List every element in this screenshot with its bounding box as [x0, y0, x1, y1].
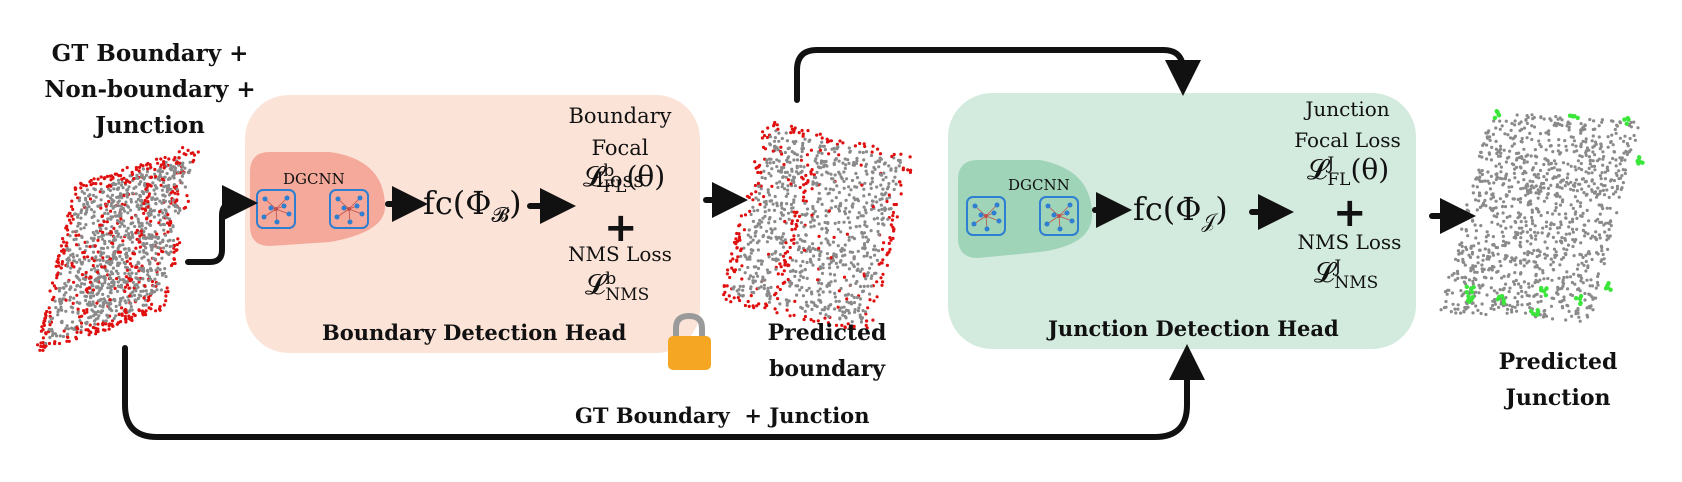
lock-icon — [668, 312, 711, 370]
input-point-cloud — [36, 146, 200, 352]
fc-subscript: 𝓑 — [491, 202, 510, 227]
predicted-boundary-line: Predicted — [767, 320, 887, 346]
predicted-boundary-label: Predicted boundary — [752, 315, 902, 387]
dgcnn-graph-icon — [256, 189, 296, 229]
junction-encoder-shape — [958, 160, 1092, 258]
loss-subscript: NMS — [605, 284, 650, 305]
loss-superscript: J — [1327, 153, 1335, 174]
bottom-path-label: GT Boundary + Junction — [575, 403, 870, 428]
arrow-bottom-path — [122, 344, 1205, 440]
predicted-boundary-point-cloud — [722, 120, 913, 330]
boundary-nms-title: NMS Loss — [568, 242, 672, 266]
dgcnn-graph-icon — [966, 196, 1006, 236]
fc-text: fc(Φ — [423, 184, 492, 222]
junction-encoder-label: DGCNN — [1008, 176, 1070, 194]
dgcnn-graph-icon — [329, 189, 369, 229]
boundary-head-title: Boundary Detection Head — [322, 320, 627, 345]
loss-subscript: FL — [1327, 169, 1351, 190]
junction-plus: + — [1333, 190, 1367, 236]
loss-symbol: 𝓛 — [585, 268, 606, 301]
junction-nms-title: NMS Loss — [1297, 230, 1402, 254]
input-label-line: Non-boundary + — [44, 76, 256, 103]
predicted-boundary-line: boundary — [768, 356, 886, 382]
boundary-encoder-label: DGCNN — [283, 170, 345, 188]
loss-subscript: FL — [603, 176, 627, 197]
loss-superscript: J — [1334, 256, 1342, 277]
boundary-focal-loss: Boundary Focal Loss — [565, 100, 675, 196]
junction-fc-label: fc(Φ𝒥) — [1133, 190, 1228, 232]
focal-loss-title: Boundary — [568, 104, 672, 128]
fc-subscript: 𝒥 — [1201, 208, 1216, 233]
arrows — [122, 47, 1476, 440]
focal-loss-title: Junction — [1305, 97, 1390, 121]
junction-focal-loss: Junction Focal Loss — [1290, 94, 1405, 156]
input-label-line: GT Boundary + — [51, 40, 249, 67]
fc-close: ) — [1215, 190, 1228, 228]
loss-symbol: 𝓛 — [1307, 153, 1328, 186]
loss-theta: (θ) — [626, 160, 666, 193]
arrow-input-to-boundary — [185, 185, 258, 265]
junction-head-title: Junction Detection Head — [1048, 316, 1339, 341]
predicted-junction-label: Predicted Junction — [1478, 344, 1638, 416]
input-label-line: Junction — [95, 112, 205, 139]
loss-subscript: NMS — [1334, 272, 1379, 293]
focal-loss-title: Focal Loss — [591, 136, 649, 192]
predicted-junction-line: Predicted — [1498, 349, 1618, 375]
input-label: GT Boundary + Non-boundary + Junction — [40, 36, 260, 144]
dgcnn-graph-icon — [1039, 196, 1079, 236]
predicted-junction-line: Junction — [1505, 385, 1611, 411]
focal-loss-title: Focal Loss — [1294, 128, 1401, 152]
loss-symbol: 𝓛 — [583, 160, 604, 193]
fc-text: fc(Φ — [1133, 190, 1202, 228]
loss-superscript: b — [605, 268, 617, 289]
boundary-encoder-shape — [250, 152, 385, 246]
loss-theta: (θ) — [1350, 153, 1390, 186]
arrow-top-path — [794, 47, 1201, 103]
boundary-fc-label: fc(Φ𝓑) — [423, 184, 522, 226]
fc-close: ) — [509, 184, 522, 222]
predicted-junction-point-cloud — [1439, 108, 1645, 323]
loss-symbol: 𝓛 — [1314, 256, 1335, 289]
boundary-plus: + — [604, 205, 638, 251]
loss-superscript: b — [603, 160, 615, 181]
